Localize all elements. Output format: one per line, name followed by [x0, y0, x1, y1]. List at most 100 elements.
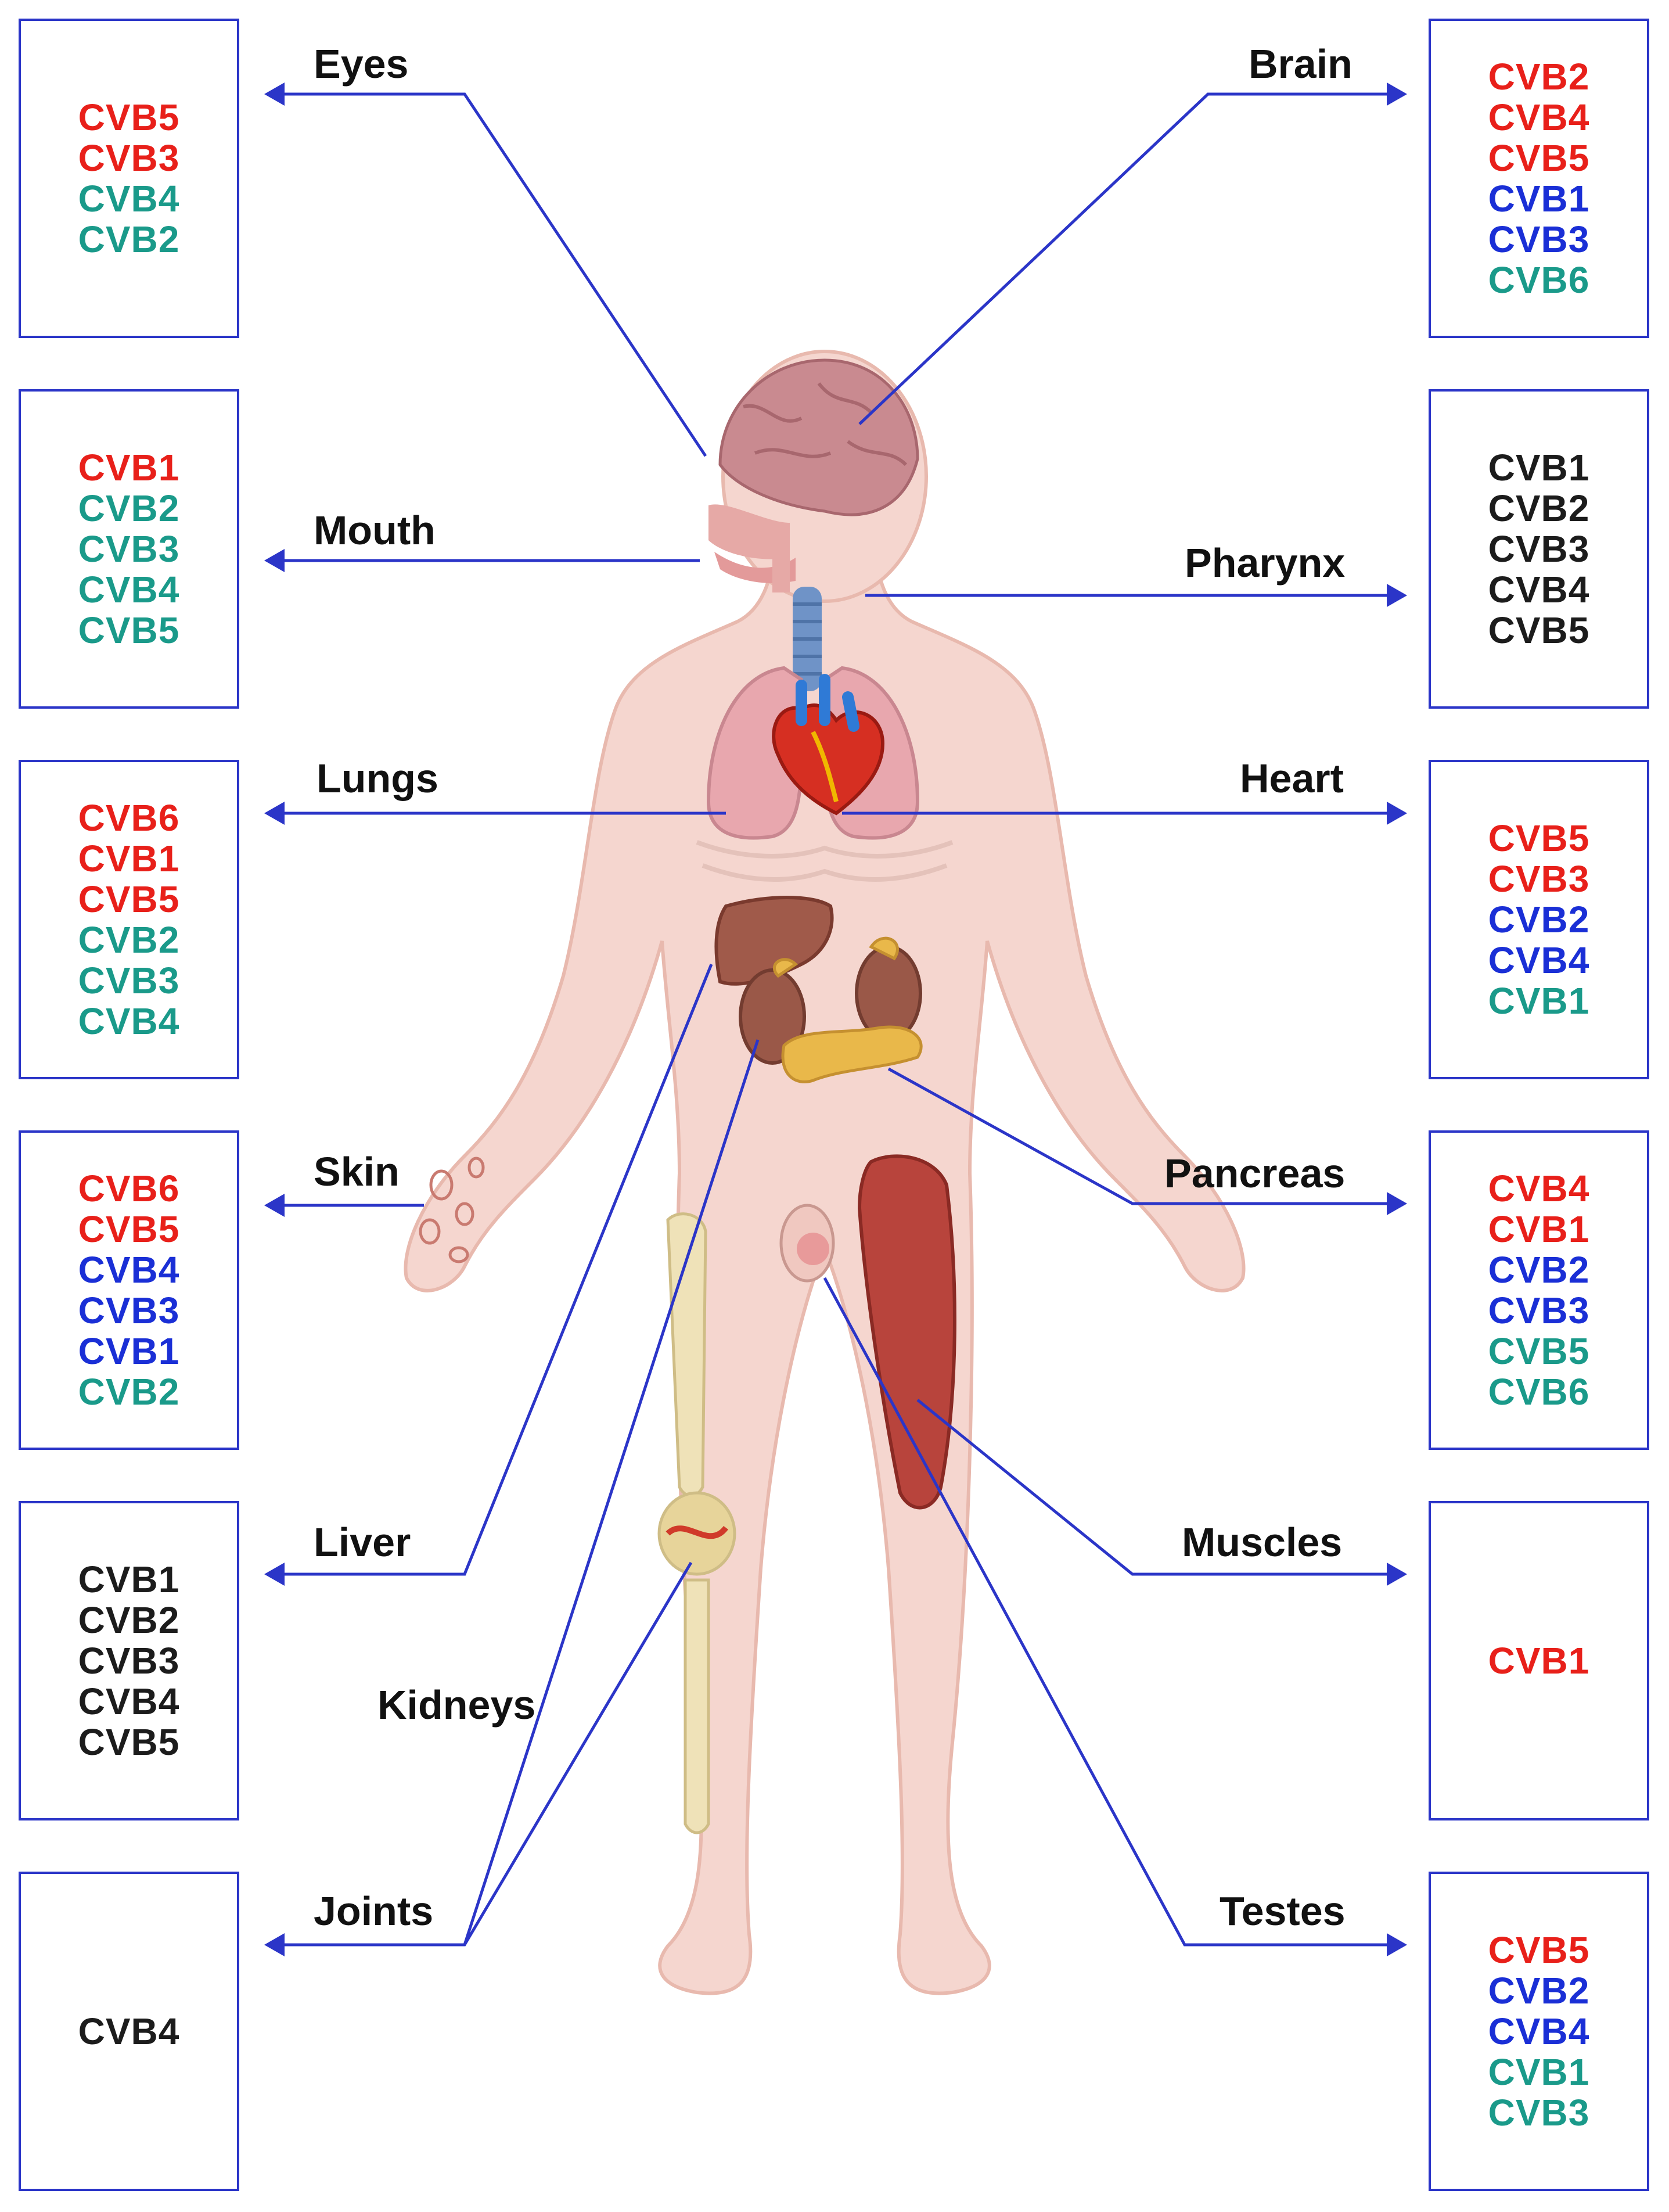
serotype-pharynx-cvb2: CVB2 — [1488, 487, 1590, 529]
serotype-list-muscles: CVB1 — [1488, 1640, 1590, 1681]
serotype-pharynx-cvb3: CVB3 — [1488, 528, 1590, 570]
serotype-lungs-cvb4: CVB4 — [78, 1000, 180, 1042]
serotype-mouth-cvb2: CVB2 — [78, 487, 180, 529]
organ-label-pancreas: Pancreas — [1164, 1151, 1346, 1196]
serotype-pancreas-cvb4: CVB4 — [1488, 1168, 1590, 1209]
organ-label-kidneys: Kidneys — [377, 1682, 536, 1728]
organ-label-heart: Heart — [1240, 756, 1344, 801]
organ-label-muscles: Muscles — [1182, 1520, 1343, 1565]
arrowhead-pharynx — [1387, 584, 1407, 607]
arrowhead-brain — [1387, 82, 1407, 106]
serotype-eyes-cvb4: CVB4 — [78, 178, 180, 220]
arrowhead-liver — [264, 1563, 285, 1586]
serotype-skin-cvb2: CVB2 — [78, 1371, 180, 1413]
arrowhead-lungs — [264, 802, 285, 825]
body-silhouette — [404, 350, 1246, 1995]
arrowhead-testes — [1387, 1933, 1407, 1956]
liver — [714, 896, 834, 986]
testes — [779, 1204, 835, 1283]
serotype-lungs-cvb3: CVB3 — [78, 960, 180, 1001]
serotype-eyes-cvb3: CVB3 — [78, 137, 180, 179]
serotype-pharynx-cvb5: CVB5 — [1488, 609, 1590, 651]
serotype-pancreas-cvb2: CVB2 — [1488, 1249, 1590, 1291]
serotype-testes-cvb3: CVB3 — [1488, 2092, 1590, 2134]
serotype-pancreas-cvb5: CVB5 — [1488, 1330, 1590, 1372]
connector-muscles — [916, 1399, 1404, 1576]
serotype-lungs-cvb2: CVB2 — [78, 919, 180, 961]
serotype-heart-cvb5: CVB5 — [1488, 817, 1590, 859]
connector-liver — [267, 964, 713, 1576]
organ-label-pharynx: Pharynx — [1185, 540, 1346, 586]
serotype-liver-cvb4: CVB4 — [78, 1680, 180, 1722]
heart — [772, 674, 885, 816]
arrowhead-mouth — [264, 549, 285, 572]
connector-lines — [264, 82, 1407, 1956]
serotype-testes-cvb5: CVB5 — [1488, 1929, 1590, 1971]
serotype-brain-cvb6: CVB6 — [1488, 259, 1590, 301]
serotype-joints-cvb4: CVB4 — [78, 2010, 180, 2052]
serotype-eyes-cvb5: CVB5 — [78, 96, 180, 138]
serotype-skin-cvb3: CVB3 — [78, 1290, 180, 1331]
serotype-liver-cvb3: CVB3 — [78, 1640, 180, 1682]
organ-label-testes: Testes — [1220, 1888, 1346, 1934]
serotype-lungs-cvb6: CVB6 — [78, 797, 180, 839]
serotype-lungs-cvb1: CVB1 — [78, 838, 180, 879]
serotype-skin-cvb5: CVB5 — [78, 1208, 180, 1250]
serotype-testes-cvb4: CVB4 — [1488, 2010, 1590, 2052]
serotype-heart-cvb4: CVB4 — [1488, 939, 1590, 981]
organ-label-eyes: Eyes — [314, 41, 409, 87]
ribcage — [696, 840, 954, 882]
organ-label-brain: Brain — [1249, 41, 1353, 87]
serotype-box-muscles: CVB1 — [1429, 1501, 1649, 1820]
arrowhead-skin — [264, 1194, 285, 1217]
pancreas — [773, 936, 923, 1083]
serotype-mouth-cvb4: CVB4 — [78, 569, 180, 611]
serotype-brain-cvb5: CVB5 — [1488, 137, 1590, 179]
serotype-brain-cvb2: CVB2 — [1488, 56, 1590, 98]
serotype-mouth-cvb3: CVB3 — [78, 528, 180, 570]
organ-label-skin: Skin — [314, 1149, 400, 1194]
thigh-muscle — [857, 1154, 956, 1510]
serotype-skin-cvb1: CVB1 — [78, 1330, 180, 1372]
serotype-pharynx-cvb1: CVB1 — [1488, 447, 1590, 489]
arrowhead-heart — [1387, 802, 1407, 825]
serotype-pancreas-cvb6: CVB6 — [1488, 1371, 1590, 1413]
serotype-pharynx-cvb4: CVB4 — [1488, 569, 1590, 611]
serotype-heart-cvb1: CVB1 — [1488, 980, 1590, 1022]
serotype-mouth-cvb1: CVB1 — [78, 447, 180, 489]
connector-eyes — [267, 92, 707, 457]
serotype-liver-cvb5: CVB5 — [78, 1721, 180, 1763]
organ-label-liver: Liver — [314, 1520, 411, 1565]
arrowhead-eyes — [264, 82, 285, 106]
serotype-heart-cvb2: CVB2 — [1488, 899, 1590, 940]
serotype-liver-cvb2: CVB2 — [78, 1599, 180, 1641]
serotype-muscles-cvb1: CVB1 — [1488, 1640, 1590, 1682]
serotype-brain-cvb1: CVB1 — [1488, 178, 1590, 220]
serotype-testes-cvb1: CVB1 — [1488, 2051, 1590, 2093]
serotype-eyes-cvb2: CVB2 — [78, 218, 180, 260]
serotype-lungs-cvb5: CVB5 — [78, 878, 180, 920]
serotype-heart-cvb3: CVB3 — [1488, 858, 1590, 900]
arrowhead-muscles — [1387, 1563, 1407, 1586]
connector-pancreas — [887, 1067, 1404, 1205]
skin-lesions — [419, 1157, 485, 1263]
